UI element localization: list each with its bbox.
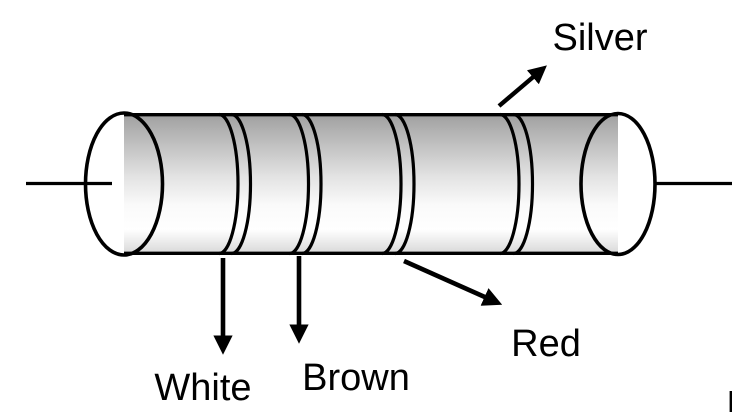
- color-band-1: [218, 112, 253, 256]
- text-cursor-artifact: [729, 391, 732, 412]
- red-arrow: [403, 258, 503, 306]
- resistor-body: [124, 113, 618, 255]
- label-red: Red: [511, 323, 581, 365]
- band-4-arc-right: [513, 112, 535, 256]
- silver-arrow: [497, 65, 547, 108]
- band-3-arc-left: [381, 112, 403, 256]
- label-silver: Silver: [552, 17, 647, 59]
- color-band-4: [499, 112, 535, 256]
- band-4-arc-left: [499, 112, 521, 256]
- color-band-2: [289, 112, 323, 256]
- band-2-arc-right: [301, 112, 323, 256]
- label-white: White: [154, 367, 251, 409]
- band-3-arc-right: [394, 112, 416, 256]
- color-band-3: [381, 112, 416, 256]
- band-2-arc-left: [289, 112, 311, 256]
- band-1-arc-left: [218, 112, 240, 256]
- label-brown: Brown: [302, 357, 410, 399]
- band-1-arc-right: [231, 112, 253, 256]
